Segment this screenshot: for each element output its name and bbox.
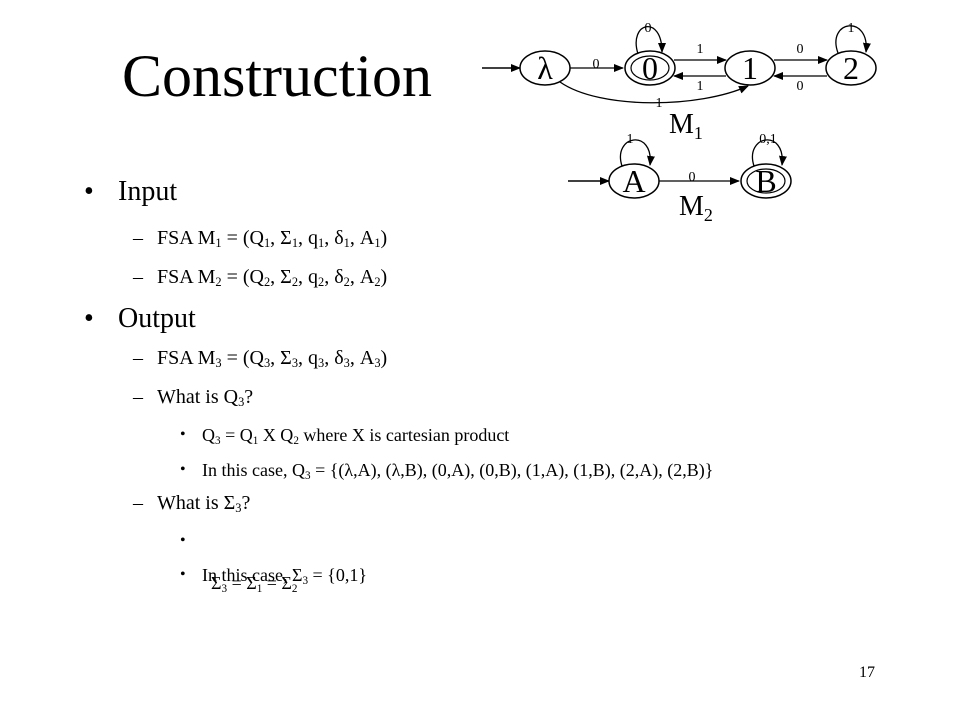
m1-loop-0 <box>635 25 666 55</box>
m1-edge-lambda-1-label: 1 <box>656 96 663 111</box>
m1-edge-lambda-1 <box>559 81 749 104</box>
m1-machine-label: M1 <box>669 109 703 143</box>
m2-edge-A-B-label: 0 <box>689 170 696 185</box>
m1-state-1-label: 1 <box>742 50 758 86</box>
m1-edge-lambda-0-label: 0 <box>593 57 600 72</box>
diagram-m2: A B 0 1 0,1 M2 <box>568 132 792 225</box>
m1-edge-0-1-label: 1 <box>697 42 704 57</box>
m1-loop-0-label: 0 <box>645 21 652 36</box>
m1-state-0-label: 0 <box>642 50 658 86</box>
m2-loop-A-label: 1 <box>627 132 634 147</box>
slide-title: Construction <box>122 43 432 109</box>
m2-loop-B <box>751 139 787 167</box>
m1-state-lambda-label: λ <box>537 50 553 86</box>
m2-loop-B-label: 0,1 <box>759 132 777 147</box>
m2-state-B-accept-ring <box>746 168 786 194</box>
m2-state-A-label: A <box>622 163 645 199</box>
m1-loop-2 <box>835 25 871 54</box>
m1-state-2-label: 2 <box>843 50 859 86</box>
m1-edge-1-2-label: 0 <box>797 42 804 57</box>
m2-loop-A <box>619 139 655 167</box>
m1-edge-1-0-label: 1 <box>697 79 704 94</box>
m1-state-2 <box>825 50 877 86</box>
m1-state-1 <box>724 50 776 86</box>
m1-edge-2-1-label: 0 <box>797 79 804 94</box>
diagram-m1: λ 0 1 2 0 1 0 1 1 1 0 0 M1 <box>482 21 877 143</box>
output-sigma-definition: • Σ3 = Σ1 = Σ2 <box>180 532 298 595</box>
m1-state-0-accept-ring <box>630 55 670 81</box>
fsa-diagram: λ 0 1 2 0 1 0 1 1 1 0 0 M1 A B <box>482 21 877 225</box>
page-number: 17 <box>859 664 875 681</box>
m1-loop-2-label: 1 <box>848 21 855 36</box>
m2-state-B-label: B <box>755 163 776 199</box>
m2-machine-label: M2 <box>679 191 713 225</box>
